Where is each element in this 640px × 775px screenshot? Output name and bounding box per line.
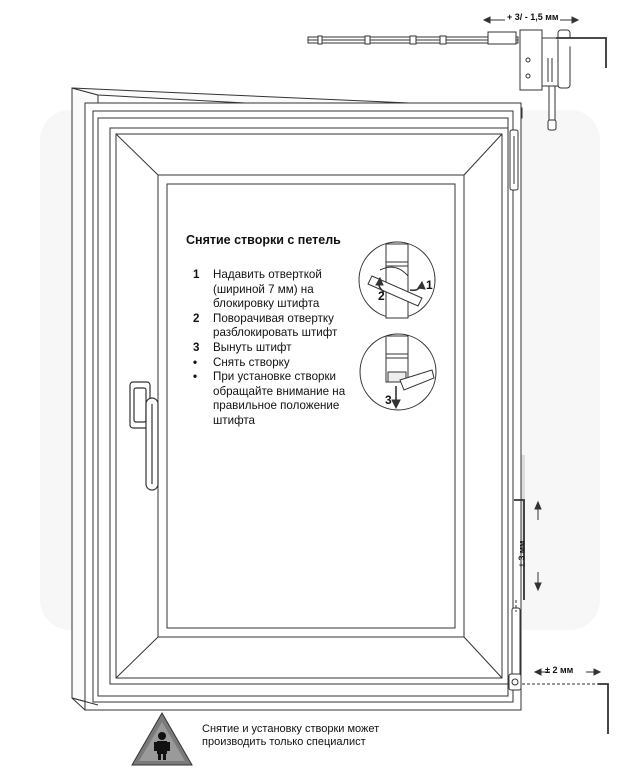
dimension-vertical bbox=[514, 499, 542, 612]
warning-triangle-person-icon bbox=[131, 711, 193, 766]
callout-1: 1 bbox=[426, 278, 433, 292]
step-marker: 1 bbox=[193, 268, 200, 281]
instruction-step: 1 Надавить отверткой (шириной 7 мм) на бл… bbox=[193, 268, 368, 312]
dimension-top-arrows bbox=[482, 16, 580, 24]
callout-3: 3 bbox=[385, 393, 392, 407]
detail-circle-unlock bbox=[358, 241, 436, 319]
hinge-strip bbox=[508, 129, 522, 691]
instruction-step: • При установке створки обращайте внимани… bbox=[193, 370, 368, 428]
step-text: Надавить отверткой (шириной 7 мм) на бло… bbox=[213, 268, 322, 311]
instructions-title: Снятие створки с петель bbox=[186, 233, 341, 247]
step-marker: 2 bbox=[193, 311, 200, 325]
dimension-vertical-label: ± 3 мм bbox=[516, 540, 527, 568]
step-marker: • bbox=[193, 355, 198, 369]
window-sash bbox=[109, 127, 509, 685]
step-marker: • bbox=[193, 370, 198, 384]
step-text: При установке створки обращайте внимание… bbox=[213, 370, 346, 427]
instruction-step: 2 Поворачивая отвертку разблокировать шти… bbox=[193, 312, 368, 341]
top-hardware bbox=[307, 29, 607, 131]
instruction-step: 3 Вынуть штифт bbox=[193, 341, 368, 356]
dimension-top-label: + 3/ - 1,5 мм bbox=[507, 12, 559, 22]
warning-text: Снятие и установку створки может произво… bbox=[202, 723, 380, 748]
step-text: Поворачивая отвертку разблокировать штиф… bbox=[213, 311, 338, 340]
step-marker: 3 bbox=[193, 340, 200, 354]
instruction-step: • Снять створку bbox=[193, 356, 368, 371]
step-text: Вынуть штифт bbox=[213, 340, 292, 354]
step-text: Снять створку bbox=[213, 355, 290, 369]
instruction-steps: 1 Надавить отверткой (шириной 7 мм) на бл… bbox=[193, 268, 368, 429]
dimension-bottom bbox=[522, 668, 609, 734]
callout-2: 2 bbox=[378, 289, 385, 303]
detail-circle-remove-pin bbox=[359, 333, 437, 411]
dimension-bottom-label: ± 2 мм bbox=[545, 665, 574, 675]
window-handle bbox=[129, 381, 159, 491]
